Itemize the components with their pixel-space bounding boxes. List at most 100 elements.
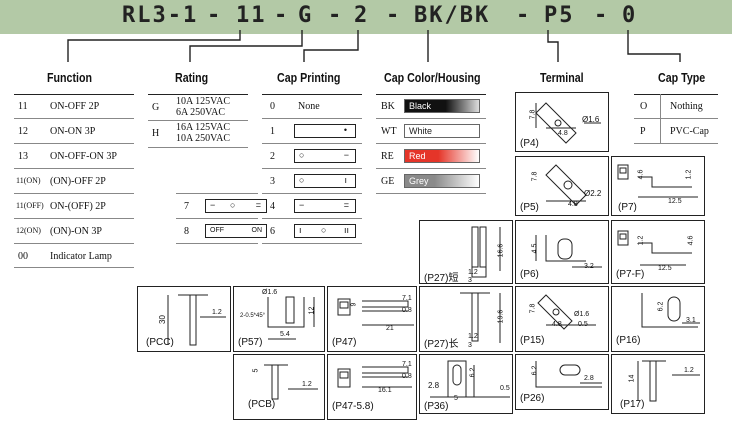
terminal-p17: 14 1.2 (P17) <box>611 354 705 414</box>
terminal-label: (P57) <box>238 337 263 348</box>
terminal-p5: 7.8 4.8 Ø2.2 (P5) <box>515 156 609 216</box>
code-sep: - <box>274 3 290 28</box>
header-cap-type: Cap Type <box>658 70 706 85</box>
terminal-label: (PCC) <box>146 337 174 348</box>
terminal-p47: 9 7.1 0.8 21 (P47) <box>327 286 417 352</box>
cap-print-none: None <box>298 101 320 112</box>
code-series: RL3-1 <box>122 3 199 28</box>
cap-print-symbol: ○− <box>294 149 356 163</box>
terminal-p27-short: 16.6 1.2 3 (P27)短 <box>419 220 513 284</box>
connector-lines <box>67 30 681 62</box>
terminal-label: (P7-F) <box>616 269 645 280</box>
rating-line2: 6A 250VAC <box>176 107 225 118</box>
header-terminal: Terminal <box>540 70 584 85</box>
terminal-label: (P15) <box>520 335 545 346</box>
header-function: Function <box>47 70 93 85</box>
rating-line2: 10A 250VAC <box>176 133 230 144</box>
terminal-label: (P27)短 <box>424 273 459 284</box>
terminal-label: (P7) <box>618 202 637 213</box>
cap-print-code: 0 <box>270 101 275 112</box>
terminal-p36: 2.8 6.2 5 0.5 (P36) <box>419 354 513 414</box>
cap-print-code: 8 <box>184 226 189 237</box>
terminal-p7: 4.6 1.2 12.5 (P7) <box>611 156 705 216</box>
terminal-label: (P17) <box>620 399 645 410</box>
function-desc: (ON)-ON 3P <box>50 226 102 237</box>
color-code: BK <box>381 101 395 112</box>
color-swatch-red: Red <box>404 149 480 163</box>
terminal-pcb: 5 1.2 (PCB) <box>233 354 325 420</box>
code-sep: - <box>516 3 532 28</box>
function-desc: Indicator Lamp <box>50 251 112 262</box>
function-desc: (ON)-OFF 2P <box>50 176 106 187</box>
cap-print-code: 1 <box>270 126 275 137</box>
function-code: 12(ON) <box>16 226 41 235</box>
terminal-label: (P27)长 <box>424 339 459 350</box>
rating-code: G <box>152 102 160 113</box>
rating-line1: 10A 125VAC <box>176 96 230 107</box>
cap-print-symbol: ○ı <box>294 174 356 188</box>
code-terminal: P5 <box>544 3 575 28</box>
function-code: 11 <box>18 101 28 112</box>
cap-print-code: 3 <box>270 176 275 187</box>
terminal-label: (P47) <box>332 337 357 348</box>
cap-print-symbol: −= <box>294 199 356 213</box>
cap-print-code: 2 <box>270 151 275 162</box>
terminal-p15: 7.8 Ø1.6 4.8 0.5 (P15) <box>515 286 609 352</box>
code-cap-color: BK/BK <box>414 3 491 28</box>
color-swatch-white: White <box>404 124 480 138</box>
rating-line1: 16A 125VAC <box>176 122 230 133</box>
terminal-label: (P5) <box>520 202 539 213</box>
code-sep: - <box>328 3 344 28</box>
terminal-label: (P16) <box>616 335 641 346</box>
function-code: 12 <box>18 126 28 137</box>
terminal-label: (PCB) <box>248 399 276 410</box>
cap-print-symbol: ı○ıı <box>294 224 356 238</box>
rating-code: H <box>152 128 160 139</box>
code-cap-type: 0 <box>622 3 638 28</box>
cap-type-name: PVC-Cap <box>670 126 709 137</box>
header-cap-printing: Cap Printing <box>277 70 341 85</box>
cap-print-code: 6 <box>270 226 275 237</box>
cap-print-code: 4 <box>270 201 275 212</box>
terminal-pcc: 30 1.2 (PCC) <box>137 286 231 352</box>
terminal-p16: 6.2 3.1 (P16) <box>611 286 705 352</box>
function-desc: ON-ON 3P <box>50 126 96 137</box>
color-swatch-black: Black <box>404 99 480 113</box>
part-code-banner <box>0 0 732 34</box>
cap-print-symbol: • <box>294 124 356 138</box>
terminal-label: (P36) <box>424 401 449 412</box>
function-desc: ON-OFF 2P <box>50 101 100 112</box>
code-rating: G <box>298 3 314 28</box>
header-cap-color: Cap Color/Housing <box>384 70 481 85</box>
terminal-p4: 7.8 4.8 Ø1.6 (P4) <box>515 92 609 152</box>
cap-type-code: O <box>640 101 648 112</box>
code-sep: - <box>207 3 223 28</box>
terminal-label: (P6) <box>520 269 539 280</box>
code-sep: - <box>386 3 402 28</box>
function-code: 13 <box>18 151 28 162</box>
terminal-label: (P47-5.8) <box>332 401 374 412</box>
terminal-p47-5-8: 7.1 0.8 16.1 (P47-5.8) <box>327 354 417 420</box>
color-swatch-grey: Grey <box>404 174 480 188</box>
color-code: RE <box>381 151 394 162</box>
terminal-p26: 6.2 2.8 (P26) <box>515 354 609 410</box>
function-code: 11(ON) <box>16 176 41 185</box>
cap-type-code: P <box>640 126 646 137</box>
function-desc: ON-OFF-ON 3P <box>50 151 117 162</box>
code-sep: - <box>594 3 610 28</box>
terminal-p7-f: 1.2 12.5 4.6 (P7-F) <box>611 220 705 284</box>
code-function: 11 <box>236 3 267 28</box>
function-desc: ON-(OFF) 2P <box>50 201 106 212</box>
color-code: GE <box>381 176 395 187</box>
terminal-label: (P26) <box>520 393 545 404</box>
function-code: 11(OFF) <box>16 201 44 210</box>
function-code: 00 <box>18 251 28 262</box>
terminal-p6: 4.5 3.2 (P6) <box>515 220 609 284</box>
cap-print-code: 7 <box>184 201 189 212</box>
cap-print-symbol: −○= <box>205 199 267 213</box>
color-code: WT <box>381 126 397 137</box>
terminal-label: (P4) <box>520 138 539 149</box>
terminal-p57: Ø1.6 2-0.5*45° 12 5.4 (P57) <box>233 286 325 352</box>
cap-type-name: Nothing <box>670 101 703 112</box>
